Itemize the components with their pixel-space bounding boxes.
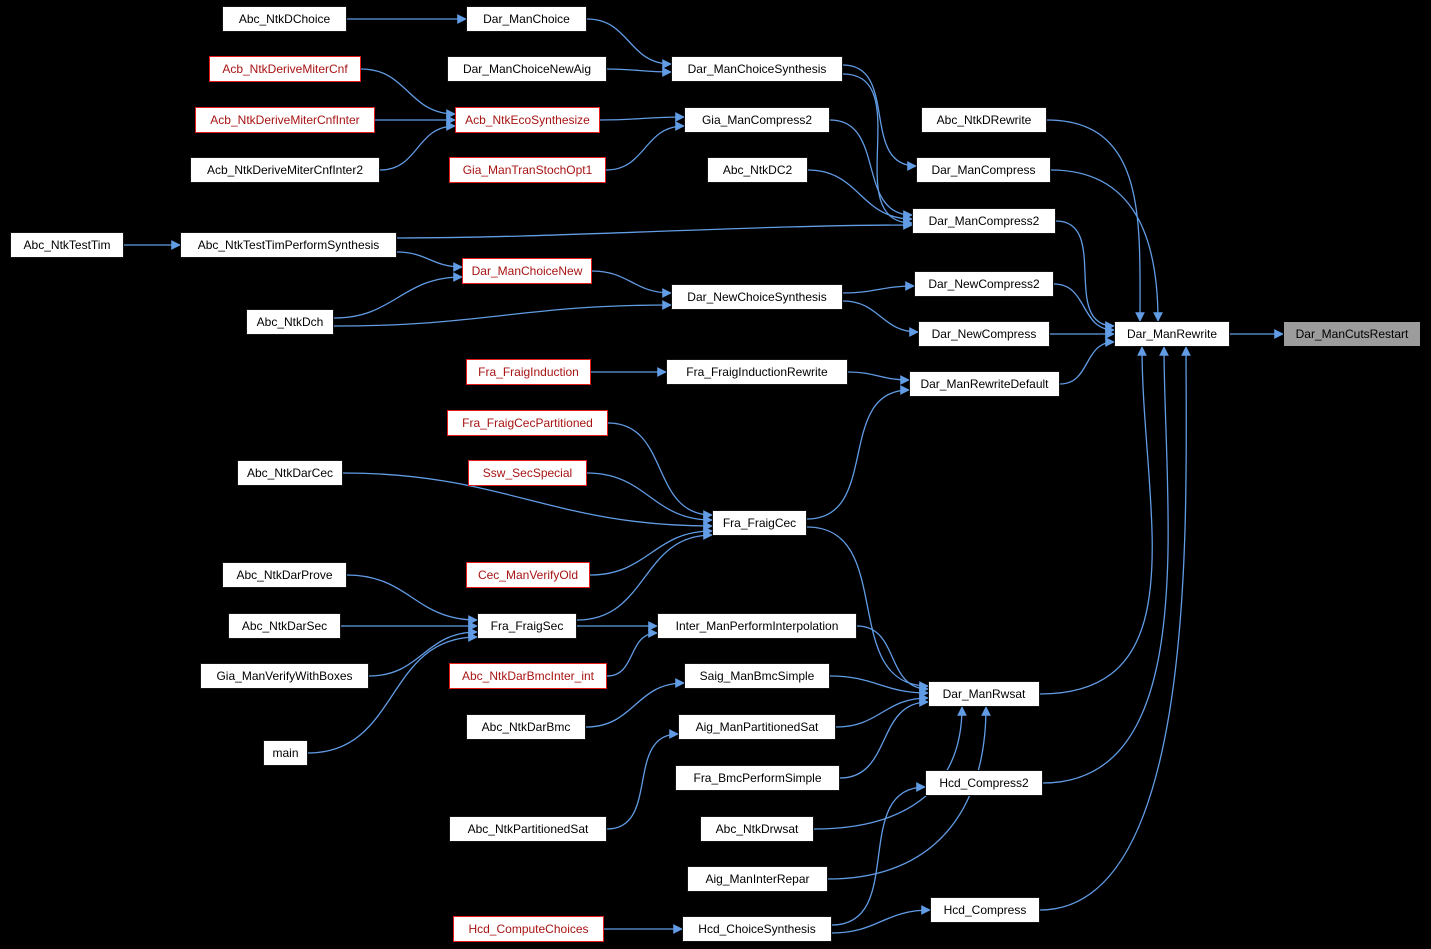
edge-abc-ntkdarprove--fra-fraigsec — [346, 574, 478, 625]
edge-dar-manchoicenew--dar-newchoicesynthesis — [591, 270, 672, 298]
edge-dar-manchoicesynthesis--dar-mancompress2 — [842, 73, 913, 228]
node-dar-manchoice[interactable]: Dar_ManChoice — [466, 6, 587, 32]
node-dar-mancutsrestart[interactable]: Dar_ManCutsRestart — [1283, 321, 1421, 347]
edge-dar-manrewritedefault--dar-manrewrite — [1059, 337, 1115, 385]
edge-aig-maninterrepar--dar-manrwsat — [827, 706, 991, 880]
node-saig-manbmcsimple[interactable]: Saig_ManBmcSimple — [684, 663, 830, 689]
edge-abc-ntktesttimperformsynthesis--dar-mancompress2 — [396, 220, 913, 239]
node-acb-ntkderivemitercnfinter[interactable]: Acb_NtkDeriveMiterCnfInter — [195, 107, 375, 133]
node-abc-ntkdarprove[interactable]: Abc_NtkDarProve — [222, 562, 347, 588]
node-abc-ntkdc2[interactable]: Abc_NtkDC2 — [707, 157, 808, 183]
edge-saig-manbmcsimple--dar-manrwsat — [829, 675, 929, 698]
edge-main--fra-fraigsec — [307, 632, 478, 754]
node-abc-ntkdarsec[interactable]: Abc_NtkDarSec — [228, 613, 341, 639]
edge-abc-ntkdarcec--fra-fraigcec — [342, 472, 713, 531]
node-abc-ntkdarbmcinter-int[interactable]: Abc_NtkDarBmcInter_int — [449, 663, 607, 689]
node-dar-manchoicenew[interactable]: Dar_ManChoiceNew — [462, 258, 592, 284]
edge-fra-fraiginductionrewrite--dar-manrewritedefault — [847, 371, 910, 385]
edge-gia-mantranstochopt1--gia-mancompress2 — [605, 121, 685, 171]
node-dar-newcompress[interactable]: Dar_NewCompress — [918, 321, 1050, 347]
edge-acb-ntkderivemitercnf--acb-ntkecosynthesize — [360, 68, 456, 119]
edge-dar-manchoice--dar-manchoicesynthesis — [586, 18, 672, 69]
node-dar-newchoicesynthesis[interactable]: Dar_NewChoiceSynthesis — [671, 284, 843, 310]
edge-abc-ntkdrwsat--dar-manrwsat — [813, 706, 967, 830]
node-fra-fraigsec[interactable]: Fra_FraigSec — [477, 613, 577, 639]
edge-fra-fraigcec--dar-manrwsat — [806, 526, 929, 691]
edge-fra-fraigsec--fra-fraigcec — [576, 530, 713, 621]
node-abc-ntkdchoice[interactable]: Abc_NtkDChoice — [222, 6, 347, 32]
edge-abc-ntkdch--dar-newchoicesynthesis — [333, 300, 672, 327]
node-ssw-secspecial[interactable]: Ssw_SecSpecial — [468, 460, 587, 486]
edge-abc-ntkdc2--dar-mancompress2 — [807, 169, 913, 224]
node-abc-ntkdarbmc[interactable]: Abc_NtkDarBmc — [466, 714, 586, 740]
edge-fra-fraigcec--dar-manrewritedefault — [806, 385, 910, 520]
edge-dar-newcompress2--dar-manrewrite — [1053, 283, 1115, 335]
node-hcd-compress[interactable]: Hcd_Compress — [930, 897, 1040, 923]
node-dar-manrewritedefault[interactable]: Dar_ManRewriteDefault — [909, 371, 1060, 397]
edge-cec-manverifyold--fra-fraigcec — [589, 526, 713, 576]
node-hcd-computechoices[interactable]: Hcd_ComputeChoices — [453, 916, 604, 942]
edge-hcd-choicesynthesis--hcd-compress — [831, 905, 931, 934]
edge-dar-mancompress2--dar-manrewrite — [1055, 220, 1115, 331]
edge-ssw-secspecial--fra-fraigcec — [586, 472, 713, 525]
edge-dar-mancompress--dar-manrewrite — [1050, 169, 1163, 322]
node-abc-ntkdch[interactable]: Abc_NtkDch — [246, 309, 334, 335]
node-hcd-choicesynthesis[interactable]: Hcd_ChoiceSynthesis — [682, 916, 832, 942]
node-abc-ntkdrwsat[interactable]: Abc_NtkDrwsat — [700, 816, 814, 842]
node-main[interactable]: main — [263, 740, 308, 766]
node-gia-manverifywithboxes[interactable]: Gia_ManVerifyWithBoxes — [200, 663, 369, 689]
node-aig-maninterrepar[interactable]: Aig_ManInterRepar — [687, 866, 828, 892]
node-dar-newcompress2[interactable]: Dar_NewCompress2 — [914, 271, 1054, 297]
node-dar-mancompress[interactable]: Dar_ManCompress — [916, 157, 1051, 183]
edge-fra-bmcperformsimple--dar-manrwsat — [839, 697, 929, 779]
edge-aig-manpartitionedsat--dar-manrwsat — [835, 693, 929, 728]
edge-gia-mancompress2--dar-mancompress2 — [829, 119, 913, 220]
edge-acb-ntkecosynthesize--gia-mancompress2 — [599, 112, 685, 122]
node-fra-fraiginductionrewrite[interactable]: Fra_FraigInductionRewrite — [666, 359, 848, 385]
edge-dar-newchoicesynthesis--dar-newcompress2 — [842, 281, 915, 294]
node-abc-ntktesttim[interactable]: Abc_NtkTestTim — [10, 232, 124, 258]
node-acb-ntkderivemitercnf[interactable]: Acb_NtkDeriveMiterCnf — [209, 56, 361, 82]
node-aig-manpartitionedsat[interactable]: Aig_ManPartitionedSat — [678, 714, 836, 740]
node-abc-ntkdarcec[interactable]: Abc_NtkDarCec — [237, 460, 343, 486]
node-cec-manverifyold[interactable]: Cec_ManVerifyOld — [466, 562, 590, 588]
node-abc-ntktesttimperformsynthesis[interactable]: Abc_NtkTestTimPerformSynthesis — [180, 232, 397, 258]
edge-dar-manrwsat--dar-manrewrite — [1039, 346, 1153, 695]
edge-fra-fraigcecpartitioned--fra-fraigcec — [607, 422, 713, 520]
node-dar-manchoicesynthesis[interactable]: Dar_ManChoiceSynthesis — [671, 56, 843, 82]
node-abc-ntkdrewrite[interactable]: Abc_NtkDRewrite — [921, 107, 1047, 133]
edge-hcd-compress--dar-manrewrite — [1039, 346, 1191, 911]
edge-hcd-compress2--dar-manrewrite — [1042, 346, 1169, 784]
edge-hcd-choicesynthesis--hcd-compress2 — [831, 782, 926, 926]
edge-dar-manchoicenewaig--dar-manchoicesynthesis — [606, 67, 672, 77]
node-gia-mantranstochopt1[interactable]: Gia_ManTranStochOpt1 — [449, 157, 606, 183]
node-fra-fraiginduction[interactable]: Fra_FraigInduction — [466, 359, 591, 385]
node-dar-manchoicenewaig[interactable]: Dar_ManChoiceNewAig — [447, 56, 607, 82]
node-abc-ntkpartitionedsat[interactable]: Abc_NtkPartitionedSat — [449, 816, 607, 842]
node-hcd-compress2[interactable]: Hcd_Compress2 — [925, 770, 1043, 796]
edge-abc-ntkdarbmc--saig-manbmcsimple — [585, 678, 685, 728]
node-dar-manrwsat[interactable]: Dar_ManRwsat — [928, 681, 1040, 707]
edge-abc-ntktesttimperformsynthesis--dar-manchoicenew — [396, 251, 463, 272]
node-dar-manrewrite[interactable]: Dar_ManRewrite — [1114, 321, 1230, 347]
edge-inter-manperforminterpolation--dar-manrwsat — [856, 625, 929, 694]
edge-dar-newchoicesynthesis--dar-newcompress — [842, 300, 919, 337]
edge-acb-ntkderivemitercnfinter2--acb-ntkecosynthesize — [379, 121, 456, 171]
edge-abc-ntkdrewrite--dar-manrewrite — [1046, 119, 1145, 322]
edge-gia-manverifywithboxes--fra-fraigsec — [368, 627, 478, 677]
node-dar-mancompress2[interactable]: Dar_ManCompress2 — [912, 208, 1056, 234]
node-inter-manperforminterpolation[interactable]: Inter_ManPerformInterpolation — [657, 613, 857, 639]
node-fra-bmcperformsimple[interactable]: Fra_BmcPerformSimple — [675, 765, 840, 791]
node-acb-ntkderivemitercnfinter2[interactable]: Acb_NtkDeriveMiterCnfInter2 — [190, 157, 380, 183]
edge-abc-ntkdch--dar-manchoicenew — [333, 272, 463, 319]
edge-abc-ntkpartitionedsat--aig-manpartitionedsat — [606, 729, 679, 830]
edge-dar-manchoicesynthesis--dar-mancompress — [842, 64, 917, 171]
node-fra-fraigcecpartitioned[interactable]: Fra_FraigCecPartitioned — [447, 410, 608, 436]
node-acb-ntkecosynthesize[interactable]: Acb_NtkEcoSynthesize — [455, 107, 600, 133]
edge-abc-ntkdarbmcinter-int--inter-manperforminterpolation — [606, 628, 658, 677]
node-gia-mancompress2[interactable]: Gia_ManCompress2 — [684, 107, 830, 133]
node-fra-fraigcec[interactable]: Fra_FraigCec — [712, 510, 807, 536]
